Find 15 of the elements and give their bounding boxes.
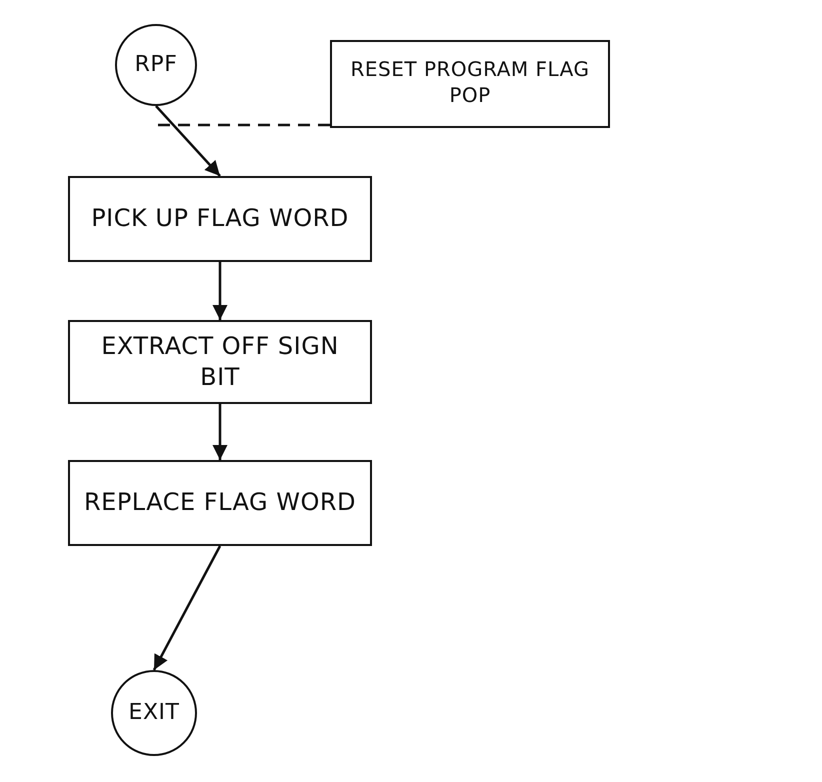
node-label: PICK UP FLAG WORD [91,203,349,234]
node-label: REPLACE FLAG WORD [84,487,356,518]
node-label: EXIT [128,698,180,727]
process-box [68,320,372,404]
annotation-box [330,40,610,128]
arrow [212,262,228,320]
process-box [68,176,372,262]
arrow [155,105,221,177]
arrow [212,404,228,460]
node-label: RPF [134,50,178,79]
node-label: EXTRACT OFF SIGN BIT [100,330,340,393]
leader-line [156,124,330,126]
node-label: RESET PROGRAM FLAG POP [350,56,590,108]
arrow [152,545,222,671]
process-box [68,460,372,546]
